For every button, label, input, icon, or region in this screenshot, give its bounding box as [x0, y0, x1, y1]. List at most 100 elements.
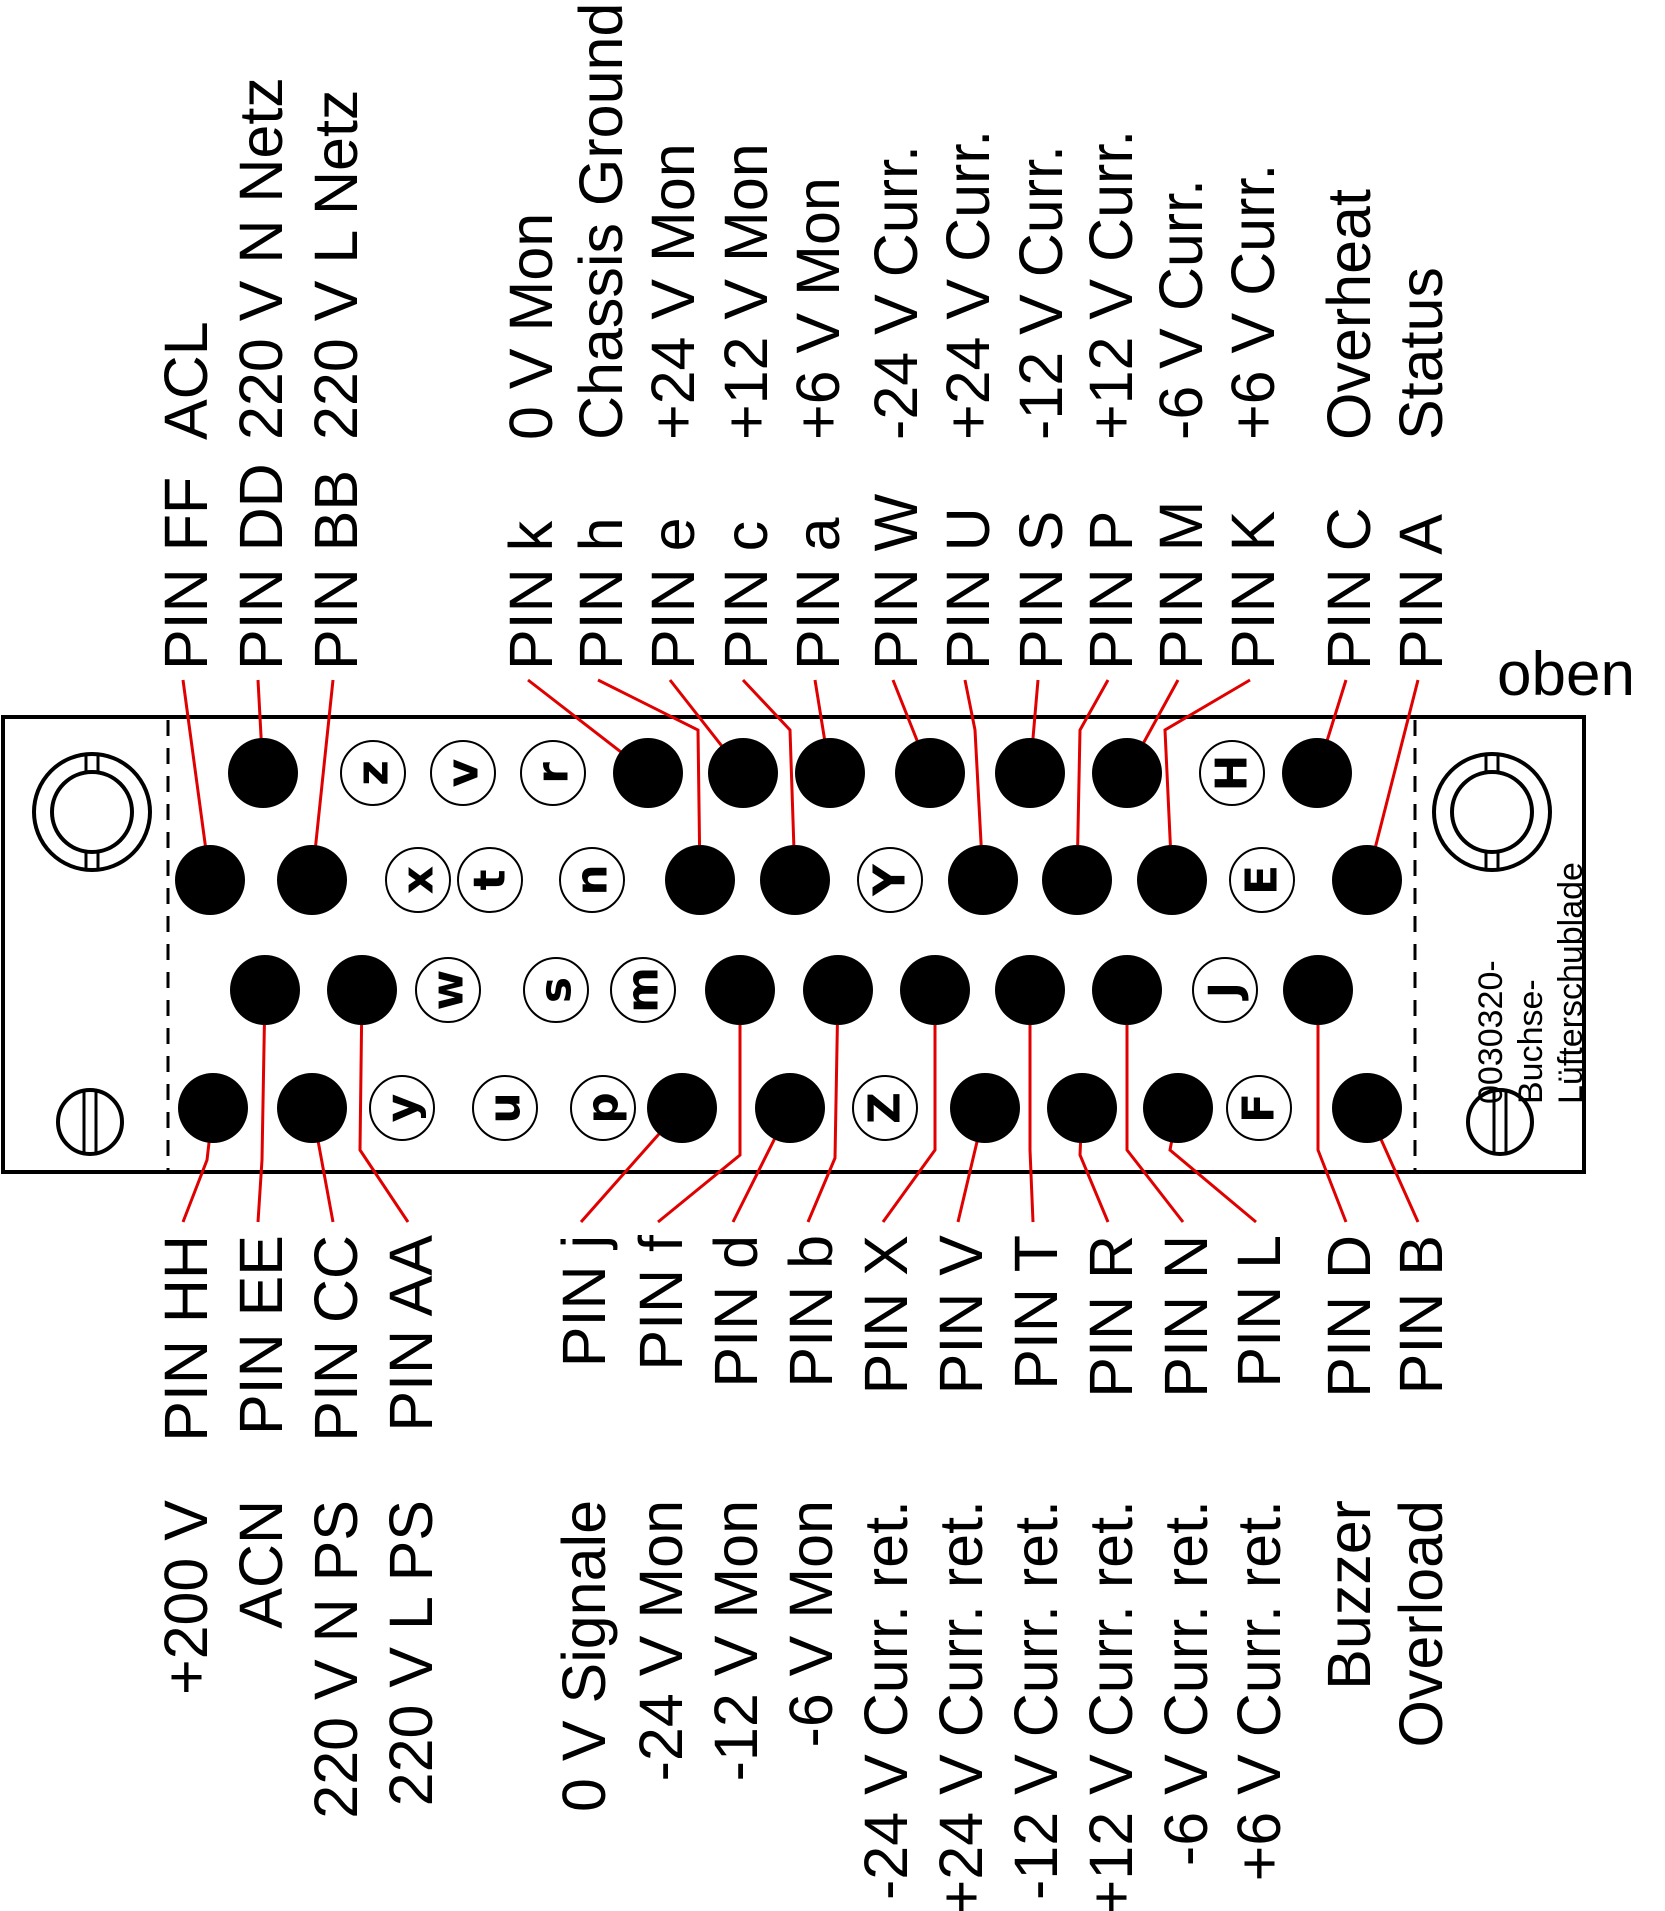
- contact-letter: E: [1237, 865, 1288, 895]
- pin-label: PIN AA: [377, 1235, 445, 1432]
- pin-label: PIN k: [497, 520, 565, 670]
- pin-label: PIN U: [934, 507, 1002, 670]
- pin-label: PIN B: [1387, 1235, 1455, 1394]
- contact-letter: x: [393, 866, 444, 894]
- signal-label: 0 V Mon: [497, 213, 565, 440]
- unused-contact: J: [1192, 957, 1258, 1023]
- pin-label: PIN d: [702, 1235, 770, 1388]
- pin-label: PIN j: [550, 1235, 618, 1367]
- pin-label: PIN D: [1315, 1235, 1383, 1398]
- wire: [657, 990, 742, 1224]
- signal-label: Chassis Ground: [567, 3, 635, 440]
- signal-label: ACL: [152, 321, 220, 440]
- contact-letter: v: [438, 758, 489, 787]
- contact-letter: F: [1234, 1093, 1285, 1123]
- unused-contact: u: [472, 1075, 538, 1141]
- wire: [806, 989, 840, 1223]
- unused-contact: t: [457, 847, 523, 913]
- contact-dot: [1143, 1073, 1213, 1143]
- signal-label: 0 V Signale: [550, 1500, 618, 1812]
- wire: [881, 990, 937, 1223]
- unused-contact: p: [570, 1075, 636, 1141]
- contact-dot: [900, 955, 970, 1025]
- signal-label: -24 V Curr.: [862, 145, 930, 440]
- wire: [1125, 990, 1185, 1223]
- pin-label: PIN S: [1007, 511, 1075, 670]
- contact-letter: J: [1200, 982, 1251, 1001]
- signal-label: -6 V Curr.: [1147, 179, 1215, 440]
- signal-label: -12 V Mon: [702, 1500, 770, 1781]
- wire: [1028, 990, 1035, 1223]
- pin-label: PIN T: [1002, 1235, 1070, 1390]
- contact-dot: [1283, 955, 1353, 1025]
- mount-boss-icon: [32, 752, 152, 872]
- contact-dot: [795, 738, 865, 808]
- pin-label: PIN P: [1077, 511, 1145, 670]
- pin-label: PIN CC: [302, 1235, 370, 1442]
- contact-dot: [950, 1073, 1020, 1143]
- signal-label: +200 V: [152, 1500, 220, 1695]
- contact-dot: [1332, 1073, 1402, 1143]
- contact-dot: [1137, 845, 1207, 915]
- signal-label: +12 V Mon: [712, 143, 780, 440]
- mount-boss-icon: [1432, 752, 1552, 872]
- signal-label: Overheat: [1315, 189, 1383, 440]
- pin-label: PIN FF: [152, 477, 220, 670]
- contact-dot: [230, 955, 300, 1025]
- contact-dot: [995, 955, 1065, 1025]
- contact-dot: [277, 1073, 347, 1143]
- signal-label: +6 V Curr.: [1219, 164, 1287, 440]
- unused-contact: E: [1229, 847, 1295, 913]
- pin-label: PIN L: [1225, 1235, 1293, 1388]
- unused-contact: F: [1226, 1075, 1292, 1141]
- signal-label: Overload: [1387, 1500, 1455, 1748]
- wire: [1163, 678, 1251, 881]
- pin-label: PIN e: [639, 517, 707, 670]
- pin-label: PIN b: [777, 1235, 845, 1388]
- wire: [1075, 679, 1110, 881]
- unused-contact: H: [1199, 740, 1265, 806]
- signal-label: +24 V Mon: [639, 143, 707, 440]
- unused-contact: Y: [857, 847, 923, 913]
- contact-dot: [228, 738, 298, 808]
- signal-label: -12 V Curr. ret.: [1002, 1500, 1070, 1900]
- pin-label: PIN C: [1315, 507, 1383, 670]
- unused-contact: x: [385, 847, 451, 913]
- unused-contact: z: [340, 740, 406, 806]
- signal-label: -24 V Mon: [627, 1500, 695, 1781]
- unused-contact: w: [415, 957, 481, 1023]
- contact-dot: [895, 738, 965, 808]
- pin-label: PIN c: [712, 521, 780, 670]
- signal-label: 220 V L PS: [377, 1500, 445, 1806]
- signal-label: +12 V Curr.: [1077, 130, 1145, 440]
- contact-dot: [175, 845, 245, 915]
- unused-contact: n: [559, 847, 625, 913]
- contact-dot: [613, 738, 683, 808]
- pin-label: PIN DD: [227, 463, 295, 670]
- wire: [963, 679, 985, 881]
- signal-label: +12 V Curr. ret.: [1077, 1500, 1145, 1911]
- contact-dot: [327, 955, 397, 1025]
- unused-contact: y: [369, 1075, 435, 1141]
- pin-label: PIN a: [784, 517, 852, 670]
- contact-dot: [1042, 845, 1112, 915]
- contact-letter: w: [423, 970, 474, 1011]
- contact-dot: [1092, 738, 1162, 808]
- signal-label: 220 V L Netz: [302, 90, 370, 440]
- contact-letter: n: [567, 864, 618, 895]
- unused-contact: m: [610, 957, 676, 1023]
- wire: [358, 989, 410, 1223]
- contact-dot: [760, 845, 830, 915]
- wire: [256, 989, 267, 1223]
- pin-label: PIN HH: [152, 1235, 220, 1442]
- contact-letter: u: [480, 1092, 531, 1123]
- contact-dot: [705, 955, 775, 1025]
- pin-label: PIN f: [627, 1234, 695, 1371]
- wire: [1316, 990, 1348, 1223]
- signal-label: +24 V Curr. ret.: [927, 1500, 995, 1911]
- pin-label: PIN EE: [227, 1235, 295, 1435]
- contact-dot: [995, 738, 1065, 808]
